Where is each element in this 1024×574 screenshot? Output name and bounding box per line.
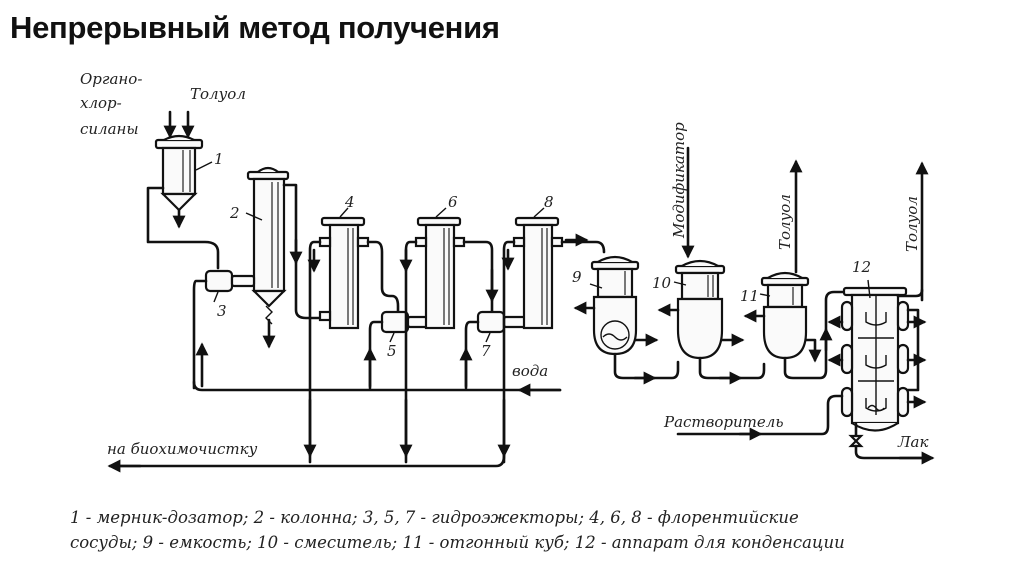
equipment-number-2: 2 <box>229 204 240 222</box>
equipment-number-12: 12 <box>852 258 871 276</box>
pipe-6-drain <box>404 240 418 464</box>
pipe-water-to-7 <box>464 320 480 390</box>
label-line: хлор- <box>80 94 122 112</box>
valve-icon <box>848 434 864 448</box>
pipe-biocleaning <box>118 454 506 468</box>
label-toluene-out-11: Толуол <box>776 194 794 250</box>
equipment-number-10: 10 <box>652 274 672 292</box>
equipment-number-1: 1 <box>214 150 224 168</box>
label-toluene-in: Толуол <box>190 85 246 103</box>
label-toluene-out-12: Толуол <box>903 196 921 252</box>
equipment-number-7: 7 <box>481 342 491 360</box>
tank-9: 9 <box>572 255 640 356</box>
equipment-number-6: 6 <box>448 193 458 211</box>
pipe-1-to-3 <box>146 186 220 270</box>
ejector-7: 7 <box>476 310 528 360</box>
legend-line-2: сосуды; 9 - емкость; 10 - смеситель; 11 … <box>70 533 845 552</box>
florentine-vessel-6: 6 <box>414 193 466 330</box>
pipe-4-to-5 <box>366 240 400 314</box>
equipment-number-9: 9 <box>572 268 582 286</box>
label-line: силаны <box>80 120 139 138</box>
ejector-3: 3 <box>204 269 256 320</box>
pipe-water-to-3 <box>192 279 208 390</box>
label-organochlorosilanes: Органо- хлор- силаны <box>80 70 142 138</box>
equipment-number-11: 11 <box>740 287 759 305</box>
column-2: 2 <box>229 166 290 349</box>
pipe-6-to-7 <box>462 240 494 314</box>
label-modifier: Модификатор <box>670 122 688 239</box>
label-solvent: Растворитель <box>663 413 784 431</box>
pipe-9-to-10 <box>613 352 680 380</box>
pipe-10-to-11 <box>698 356 766 380</box>
pipe-11-to-12 <box>783 290 848 380</box>
ejector-5: 5 <box>380 310 432 360</box>
pipe-8-drain <box>502 240 516 464</box>
florentine-vessel-4: 4 <box>318 193 370 330</box>
equipment-number-4: 4 <box>344 193 355 211</box>
legend-line-1: 1 - мерник-дозатор; 2 - колонна; 3, 5, 7… <box>70 508 799 527</box>
equipment-number-3: 3 <box>217 302 227 320</box>
pipe-water-to-5 <box>368 320 384 390</box>
label-water: вода <box>512 362 548 380</box>
equipment-number-8: 8 <box>544 193 554 211</box>
pipe-8-to-9 <box>560 240 606 254</box>
label-varnish: Лак <box>897 433 928 451</box>
label-line: Органо- <box>80 70 142 88</box>
pipe-4-drain <box>308 240 322 464</box>
legend-caption: 1 - мерник-дозатор; 2 - колонна; 3, 5, 7… <box>70 505 1010 555</box>
florentine-vessel-8: 8 <box>512 193 564 330</box>
label-to-biocleaning: на биохимочистку <box>107 440 258 458</box>
pipe-solvent <box>676 394 844 436</box>
equipment-number-5: 5 <box>387 342 397 360</box>
pipe-varnish <box>854 444 932 460</box>
condensation-apparatus-12 <box>840 279 910 432</box>
page-title: Непрерывный метод получения <box>10 10 500 45</box>
pipe-water-header <box>192 380 562 392</box>
pipe-2-to-4 <box>282 183 326 320</box>
vessel-1-dispenser: 1 <box>154 110 224 229</box>
